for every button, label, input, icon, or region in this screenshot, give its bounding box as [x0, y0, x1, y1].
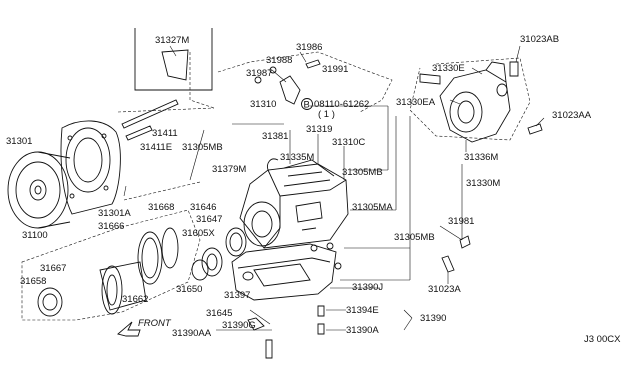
inset-31327M [134, 28, 213, 91]
clutch-pack [99, 227, 179, 315]
input-shaft [121, 99, 179, 141]
detent-lever [279, 75, 301, 105]
label-31646: 31646 [190, 202, 216, 213]
label-31301A: 31301A [98, 208, 131, 219]
label-31023AB: 31023AB [520, 34, 559, 45]
label-31390G: 31390G [222, 320, 256, 331]
bracket-31981 [459, 235, 471, 249]
label-31319: 31319 [306, 124, 332, 135]
label-31411E: 31411E [140, 142, 172, 153]
label-31390: 31390 [420, 313, 446, 324]
label-31310: 31310 [250, 99, 276, 110]
label-31327M: 31327M [155, 35, 189, 46]
label-31991: 31991 [322, 64, 348, 75]
label-31397: 31397 [224, 290, 250, 301]
label-bolt-code: 08110-61262 [314, 99, 369, 110]
label-31981: 31981 [448, 216, 474, 227]
transmission-case [239, 163, 349, 270]
gasket-31327M [161, 49, 189, 81]
leader-lines [123, 45, 545, 331]
drain-bolts [247, 305, 325, 359]
label-31330EA: 31330EA [396, 97, 436, 108]
label-31658: 31658 [20, 276, 46, 287]
label-31667: 31667 [40, 263, 66, 274]
label-31390J: 31390J [352, 282, 383, 293]
label-31668: 31668 [148, 202, 174, 213]
label-31301: 31301 [6, 136, 32, 147]
label-front: FRONT [138, 318, 172, 329]
lever-parts [254, 51, 321, 105]
torque-converter [7, 151, 71, 229]
label-31023A: 31023A [428, 284, 461, 295]
label-31650: 31650 [176, 284, 202, 295]
label-31305MB-2: 31305MB [342, 167, 383, 178]
diagram-code: J3 00CX [584, 334, 621, 345]
label-31379M: 31379M [212, 164, 246, 175]
converter-housing [60, 120, 121, 215]
label-31305MB-3: 31305MB [394, 232, 435, 243]
label-31605X: 31605X [182, 228, 215, 239]
front-arrow [117, 321, 141, 337]
label-31305MA: 31305MA [352, 202, 393, 213]
seal-rings [37, 227, 247, 317]
label-31390A: 31390A [346, 325, 379, 336]
label-31987: 31987 [246, 68, 272, 79]
label-31988: 31988 [266, 55, 292, 66]
part-labels: 31327M 31986 31988 31987 31991 31310 B 0… [6, 34, 621, 345]
label-31335M: 31335M [280, 152, 314, 163]
label-31986: 31986 [296, 42, 322, 53]
label-31330E: 31330E [432, 63, 465, 74]
label-31666: 31666 [98, 221, 124, 232]
label-31662: 31662 [122, 294, 148, 305]
bolt-prefix: B [304, 100, 310, 111]
tube-31379M [267, 158, 279, 171]
label-31647: 31647 [196, 214, 222, 225]
gasket-31335M [283, 159, 335, 177]
rear-extension-housing [419, 61, 543, 143]
bolt-prefix-circle [301, 98, 313, 110]
bolt-31023A [441, 255, 455, 273]
label-31381: 31381 [262, 131, 288, 142]
label-31310C: 31310C [332, 137, 365, 148]
oil-pan [231, 243, 337, 301]
label-31645: 31645 [206, 308, 232, 319]
label-bolt-qty: ( 1 ) [318, 109, 335, 120]
label-31336M: 31336M [464, 152, 498, 163]
label-31330M: 31330M [466, 178, 500, 189]
label-31394E: 31394E [346, 305, 379, 316]
label-31390AA: 31390AA [172, 328, 212, 339]
label-31023AA: 31023AA [552, 110, 592, 121]
label-31305MB-1: 31305MB [182, 142, 223, 153]
label-31100: 31100 [22, 230, 48, 241]
label-31411: 31411 [152, 128, 178, 139]
